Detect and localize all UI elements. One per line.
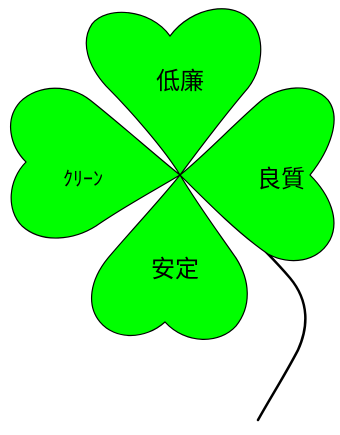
leaf-left [10, 87, 182, 239]
leaf-left-label: ｸﾘｰﾝ [63, 167, 103, 191]
leaf-right [179, 87, 335, 262]
leaf-top-label: 低廉 [156, 67, 204, 95]
leaf-bottom-label: 安定 [151, 255, 199, 283]
leaf-right-label: 良質 [257, 165, 305, 193]
leaf-top [85, 8, 262, 177]
leaf-bottom [91, 173, 248, 340]
